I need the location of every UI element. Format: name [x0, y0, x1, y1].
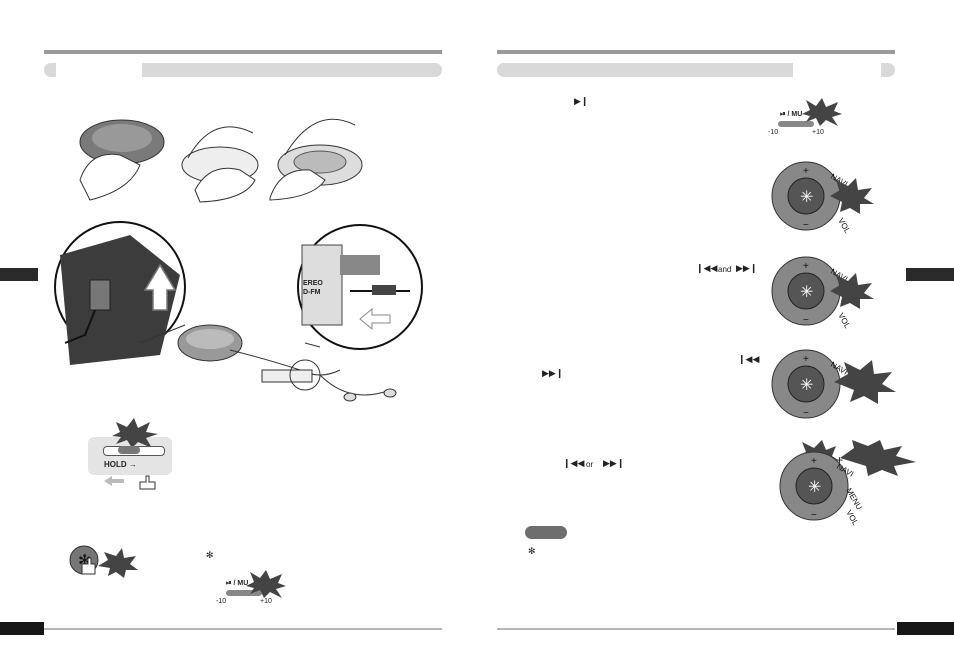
left-top-rule	[44, 50, 442, 54]
right-jog-minus-label: -10	[768, 129, 779, 136]
svg-text:✳: ✳	[808, 479, 821, 496]
hold-arrow-icon	[104, 476, 124, 486]
left-header-title-box	[56, 63, 142, 77]
star-symbol-inline: ✻	[206, 550, 214, 560]
hold-burst-icon	[112, 418, 158, 448]
skip-fwd-icon-3: ▶▶❙	[603, 458, 625, 468]
left-jog-plus-label: +10	[260, 598, 272, 605]
right-header-title-box	[793, 63, 881, 77]
svg-text:✳: ✳	[800, 189, 813, 206]
svg-text:+: +	[836, 453, 843, 467]
svg-text:−: −	[811, 510, 817, 521]
player-disc-figure	[269, 118, 363, 201]
or-word: or	[586, 460, 594, 469]
left-jog-slider[interactable]	[226, 590, 262, 596]
skip-back-icon: ❙◀◀	[696, 263, 718, 273]
control-dial-3: ✳ + − NAVI	[771, 349, 896, 419]
left-jog-top-label: ⏯ / MU	[226, 580, 249, 587]
right-page-number-tab	[897, 622, 954, 635]
svg-text:VOL: VOL	[844, 509, 860, 528]
right-jog-top-label: ⏯ / MU	[780, 111, 803, 118]
svg-text:+: +	[811, 456, 817, 467]
svg-text:+: +	[803, 261, 809, 272]
player-opening-figure	[181, 126, 259, 203]
right-side-tab	[906, 268, 954, 281]
skip-fwd-icon-2: ▶▶❙	[542, 368, 564, 378]
player-open-illustration	[79, 118, 363, 203]
svg-text:✳: ✳	[800, 377, 813, 394]
and-word: and	[718, 265, 732, 274]
svg-text:−: −	[803, 220, 809, 231]
play-pause-icon: ▶❙	[574, 96, 589, 106]
svg-text:MENU: MENU	[844, 487, 864, 512]
left-jog-minus-label: -10	[216, 598, 227, 605]
right-jog-plus-label: +10	[812, 129, 824, 136]
left-bottom-rule	[44, 628, 442, 630]
svg-text:VOL: VOL	[836, 312, 852, 331]
note-pill-badge	[525, 526, 567, 539]
connector-label-bottom: D-FM	[303, 289, 321, 296]
control-dial-4: + ✳ + − NAVI MENU VOL	[779, 440, 916, 528]
control-dial-2: ✳ + − NAVI VOL	[771, 256, 874, 331]
skip-back-icon-2: ❙◀◀	[738, 354, 760, 364]
connector-label-top: EREO	[303, 280, 323, 287]
right-top-rule	[497, 50, 895, 54]
right-jog-burst-icon	[802, 98, 842, 126]
star-symbol-note: ✻	[528, 546, 536, 556]
left-header-strip	[44, 63, 442, 77]
left-jog-burst-icon	[246, 570, 286, 598]
svg-text:✳: ✳	[800, 284, 813, 301]
earphone-connection-illustration	[54, 221, 423, 402]
left-page-number-tab	[0, 622, 44, 635]
skip-back-icon-3: ❙◀◀	[563, 458, 585, 468]
svg-text:+: +	[803, 354, 809, 365]
hand-pointer-icon	[139, 475, 156, 490]
svg-text:VOL: VOL	[836, 217, 852, 236]
left-side-tab	[0, 268, 38, 281]
right-jog-slider[interactable]	[778, 121, 814, 127]
svg-text:+: +	[803, 166, 809, 177]
hold-switch-knob[interactable]	[118, 446, 140, 454]
hold-switch-label: HOLD →	[104, 460, 137, 469]
svg-text:−: −	[803, 408, 809, 419]
star-button-illustration: ✻	[69, 545, 138, 578]
right-bottom-rule	[497, 628, 895, 630]
svg-text:−: −	[803, 315, 809, 326]
player-closed-figure	[79, 119, 165, 201]
control-dial-1: ✳ + − NAVI VOL	[771, 161, 874, 236]
skip-fwd-icon: ▶▶❙	[736, 263, 758, 273]
